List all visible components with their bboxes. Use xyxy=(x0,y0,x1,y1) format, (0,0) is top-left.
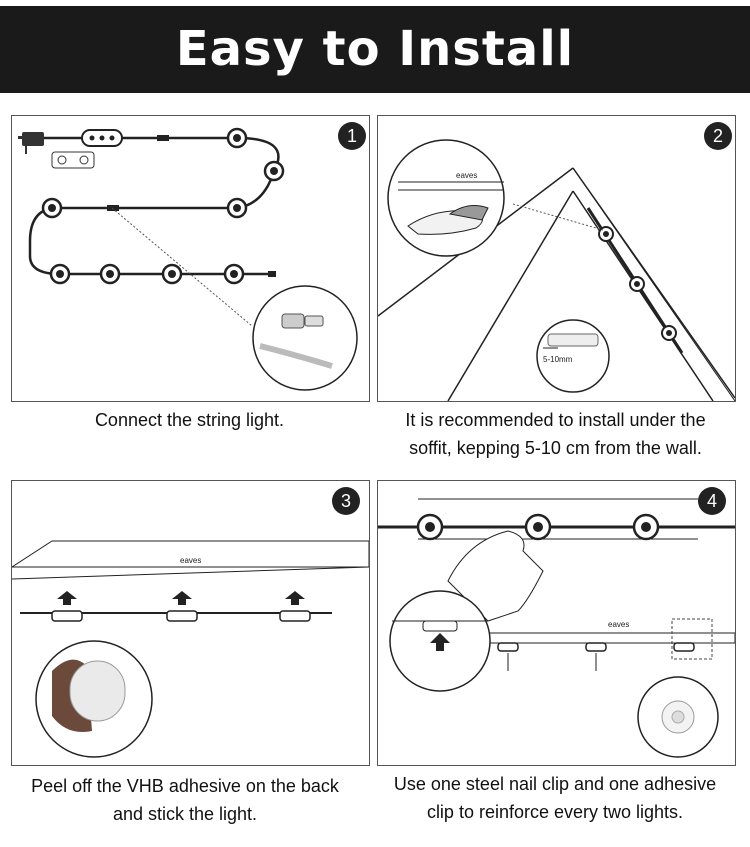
step-1-caption: Connect the string light. xyxy=(94,410,285,430)
string-light-connection-illustration xyxy=(18,127,358,391)
clip-reinforce-illustration: eaves xyxy=(378,498,735,758)
step-1-badge: 1 xyxy=(338,122,366,150)
step-4-caption-line-2: clip to reinforce every two lights. xyxy=(426,802,684,822)
power-adapter-icon xyxy=(18,132,44,154)
title-banner: Easy to Install xyxy=(0,6,750,93)
step-4-panel: eaves 4 xyxy=(377,480,736,766)
connector-detail-magnifier xyxy=(252,285,358,391)
step-3-eaves-label: eaves xyxy=(180,556,201,565)
step-4-badge: 4 xyxy=(698,487,726,515)
step-2-distance-label: 5-10mm xyxy=(543,355,573,364)
step-3-caption-line-2: and stick the light. xyxy=(112,804,258,824)
step-3-panel: eaves 3 xyxy=(11,480,370,766)
step-4-caption: Use one steel nail clip and one adhesive… xyxy=(370,770,740,826)
step-3-caption-line-1: Peel off the VHB adhesive on the back xyxy=(31,776,339,796)
step-2-panel: eaves 5-10mm 2 xyxy=(377,115,736,402)
step-2-eaves-label: eaves xyxy=(456,171,477,180)
step-2-caption-line-2: soffit, kepping 5-10 cm from the wall. xyxy=(409,438,702,458)
step-3-badge: 3 xyxy=(332,487,360,515)
step-2-caption-line-1: It is recommended to install under the xyxy=(405,410,706,430)
step-4-caption-line-1: Use one steel nail clip and one adhesive xyxy=(393,774,717,794)
adhesive-install-illustration: eaves xyxy=(12,540,369,758)
soffit-install-illustration: eaves 5-10mm xyxy=(378,139,735,401)
step-2-badge: 2 xyxy=(704,122,732,150)
page-title: Easy to Install xyxy=(175,21,575,77)
step-2-caption: It is recommended to install under the s… xyxy=(377,406,734,462)
step-1-panel: 1 xyxy=(11,115,370,402)
cleaning-eaves-magnifier xyxy=(387,139,505,257)
step-4-eaves-label: eaves xyxy=(608,620,629,629)
plug-compatibility-icon xyxy=(51,151,95,169)
step-3-caption: Peel off the VHB adhesive on the back an… xyxy=(0,772,370,828)
